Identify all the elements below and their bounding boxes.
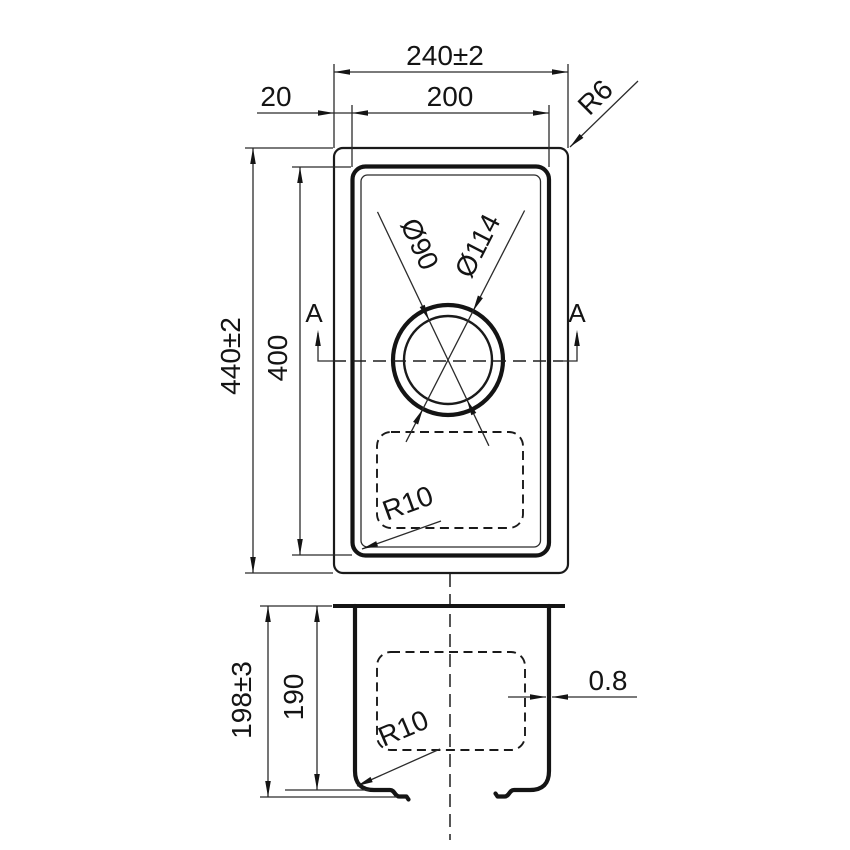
arrowhead (530, 694, 546, 700)
dim-text-overall-width: 240±2 (406, 40, 484, 71)
leader-flange-corner-radius: R6 (569, 74, 639, 148)
drain-inner-circle (402, 314, 494, 406)
bowl-rim-outline (350, 164, 552, 558)
dim-text-overall-depth: 198±3 (226, 661, 257, 739)
arrowhead (297, 167, 303, 183)
arrowhead (533, 110, 549, 116)
section-left-wall (352, 603, 411, 802)
dim-text-inner-length: 400 (262, 335, 293, 382)
arrowhead (265, 781, 271, 797)
arrowhead (314, 606, 320, 622)
dim-rim-offset: 20 (257, 81, 352, 116)
dim-text-bowl-radius: R10 (378, 480, 437, 527)
arrowhead (297, 539, 303, 555)
drain-outer-circle (390, 302, 506, 418)
dim-overall-width: 240±2 (333, 40, 569, 148)
dim-inner-length: 400 (262, 166, 352, 556)
arrowhead (250, 148, 256, 164)
dim-wall-thickness: 0.8 (508, 665, 637, 700)
dim-overall-depth: 198±3 (226, 605, 397, 798)
dim-text-inner-depth: 190 (278, 674, 309, 721)
arrowhead (334, 69, 350, 75)
leader-bowl-corner-radius: R10 (361, 480, 442, 550)
section-hidden-outline (376, 651, 526, 751)
section-arrow-up (315, 330, 321, 346)
arrowhead (552, 69, 568, 75)
arrowhead (314, 774, 320, 790)
arrowhead (357, 776, 373, 786)
arrowhead (318, 110, 334, 116)
dim-text-drain-outer: Ø114 (449, 209, 507, 282)
arrowhead (413, 409, 423, 425)
arrowhead (466, 399, 477, 416)
section-right-wall (493, 603, 552, 799)
leader-section-corner-radius: R10 (356, 704, 441, 787)
section-view (333, 603, 565, 802)
diameter-line (405, 210, 526, 443)
arrowhead (419, 304, 430, 321)
dim-text-overall-length: 440±2 (215, 317, 246, 395)
dim-text-section-radius: R10 (374, 704, 433, 753)
arrowhead (473, 295, 483, 311)
dim-inner-width: 200 (351, 81, 550, 167)
dim-text-inner-width: 200 (427, 81, 474, 112)
arrowhead (362, 541, 378, 549)
marker-connector (563, 333, 578, 362)
section-marker-left: A (305, 298, 333, 362)
arrowhead (570, 133, 584, 147)
dim-text-rim-offset: 20 (260, 81, 291, 112)
dim-overall-length: 440±2 (215, 147, 333, 574)
section-letter-right: A (568, 298, 586, 328)
dim-text-flange-radius: R6 (572, 74, 619, 121)
section-letter-left: A (305, 298, 323, 328)
arrowhead (250, 557, 256, 573)
arrowhead (552, 694, 568, 700)
plan-view (332, 146, 570, 840)
flange-outline (332, 146, 570, 575)
arrowhead (352, 110, 368, 116)
marker-connector (317, 333, 333, 362)
dim-inner-depth: 190 (278, 606, 370, 791)
arrowhead (265, 606, 271, 622)
dim-text-wall-thickness: 0.8 (589, 665, 628, 696)
section-arrow-up (574, 330, 580, 346)
dim-text-drain-inner: Ø90 (394, 213, 444, 274)
bottom-flat-hidden-outline (376, 431, 524, 529)
section-marker-right: A (563, 298, 586, 362)
